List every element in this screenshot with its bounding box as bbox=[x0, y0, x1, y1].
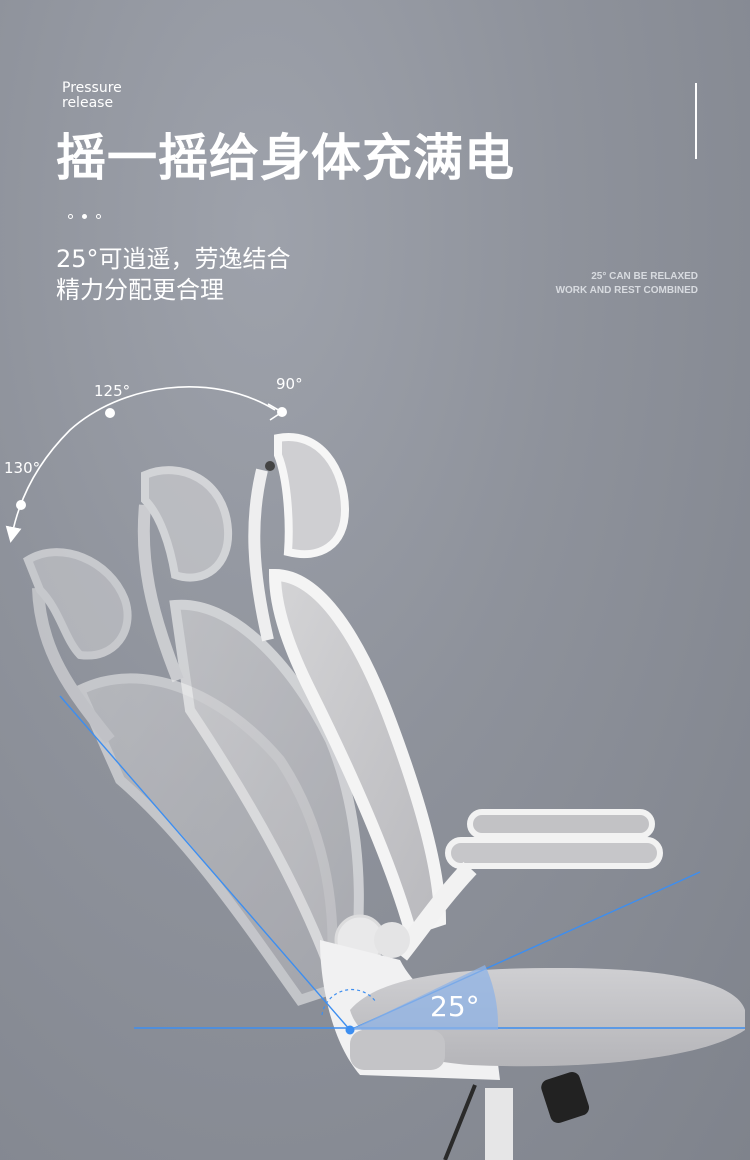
armrests bbox=[392, 809, 663, 961]
subtitle-line1: 25°可逍遥，劳逸结合 bbox=[56, 245, 291, 273]
angle-label-125: 125° bbox=[94, 382, 131, 400]
decorative-dots bbox=[68, 214, 101, 219]
tilt-angle-label: 25° bbox=[430, 990, 480, 1023]
english-note-line1: 25° CAN BE RELAXED bbox=[591, 271, 698, 282]
page-title: 摇一摇给身体充满电 bbox=[56, 129, 515, 187]
angle-dot-90 bbox=[277, 407, 287, 417]
backrest-main-90 bbox=[248, 432, 447, 938]
backrest-ghost-125 bbox=[137, 466, 364, 977]
english-note-line2: WORK AND REST COMBINED bbox=[555, 285, 698, 296]
english-note: 25° CAN BE RELAXED WORK AND REST COMBINE… bbox=[556, 270, 698, 298]
angle-dot-125 bbox=[105, 408, 115, 418]
header-en-line2: release bbox=[62, 95, 114, 111]
dot-icon bbox=[82, 214, 87, 219]
vertical-divider bbox=[695, 83, 697, 159]
angle-arc bbox=[5, 386, 287, 543]
angle-guides bbox=[59, 695, 745, 1035]
chair-base bbox=[443, 1071, 590, 1160]
angle-label-90: 90° bbox=[276, 375, 303, 393]
angle-dot-130 bbox=[16, 500, 26, 510]
subtitle: 25°可逍遥，劳逸结合 精力分配更合理 bbox=[56, 244, 291, 306]
dot-icon bbox=[96, 214, 101, 219]
dot-icon bbox=[68, 214, 73, 219]
header-english-label: Pressure release bbox=[62, 81, 122, 111]
header-en-line1: Pressure bbox=[62, 80, 122, 96]
subtitle-line2: 精力分配更合理 bbox=[56, 276, 224, 304]
angle-label-130: 130° bbox=[4, 459, 41, 477]
